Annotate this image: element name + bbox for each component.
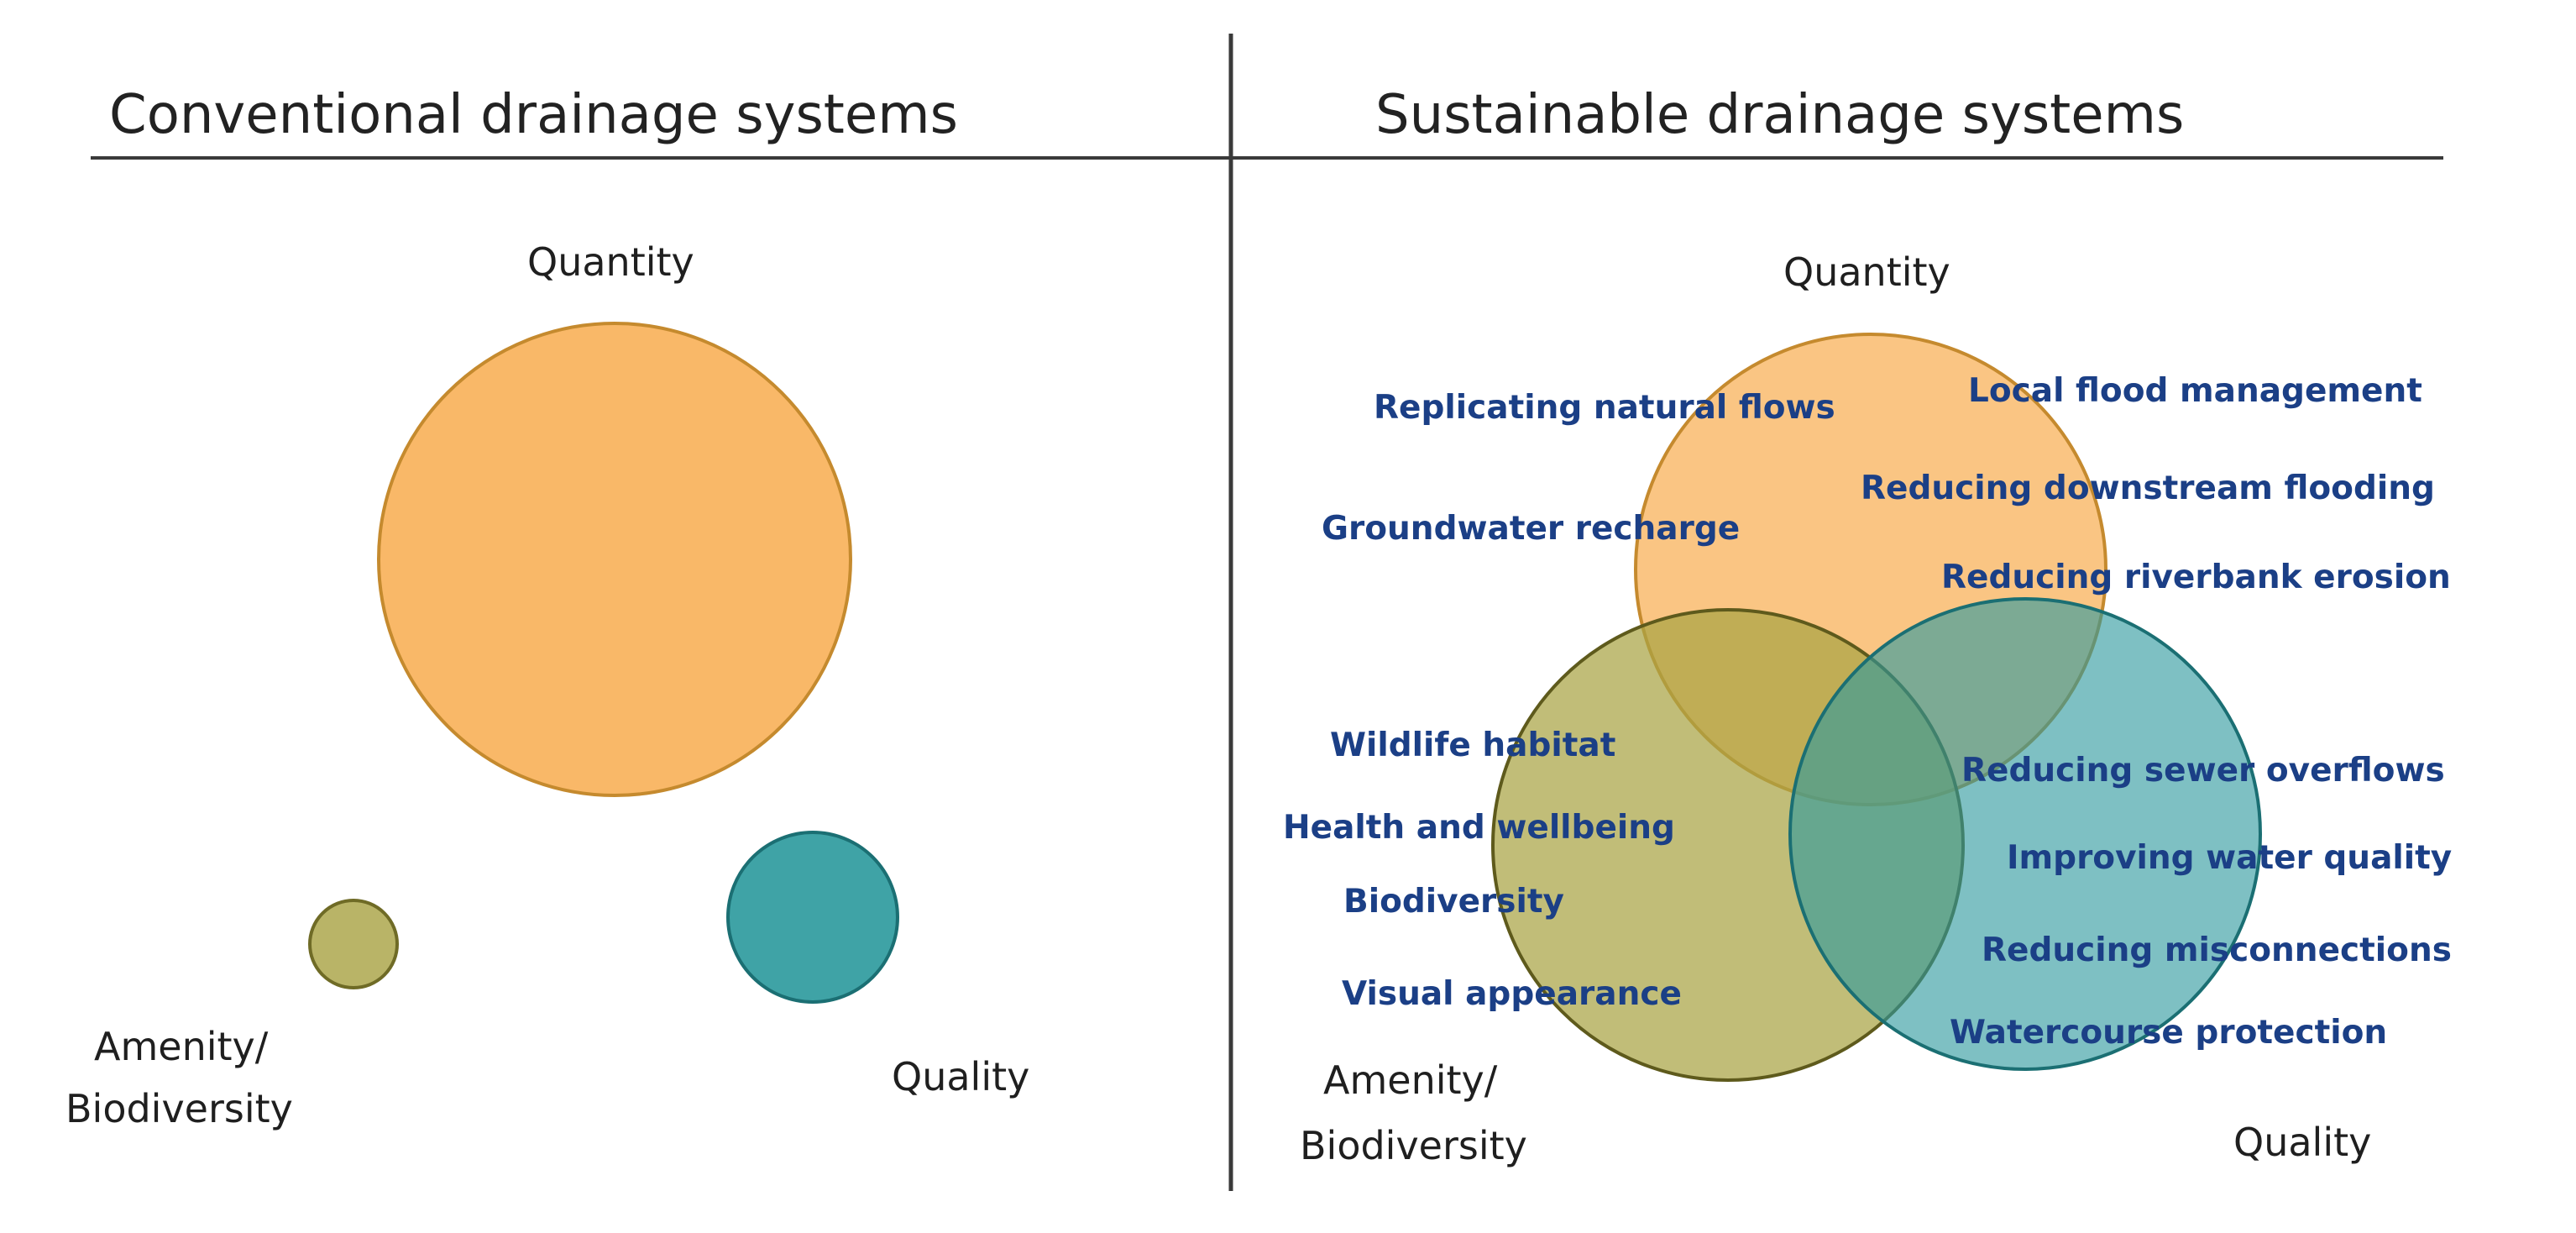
benefit-watercourse-protection: Watercourse protection bbox=[1950, 1014, 2387, 1052]
left-quality-circle bbox=[726, 831, 899, 1004]
right-quantity-label: Quantity bbox=[1783, 249, 1950, 295]
left-quantity-circle bbox=[377, 322, 852, 797]
right-amenity-label-line2: Biodiversity bbox=[1300, 1123, 1527, 1168]
benefit-wildlife-habitat: Wildlife habitat bbox=[1330, 727, 1615, 764]
left-amenity-circle bbox=[308, 899, 399, 989]
left-quantity-label: Quantity bbox=[527, 239, 694, 285]
benefit-reducing-sewer-overflows: Reducing sewer overflows bbox=[1961, 752, 2445, 790]
benefit-replicating-natural-flows: Replicating natural flows bbox=[1374, 389, 1835, 427]
left-amenity-label-line2: Biodiversity bbox=[65, 1086, 293, 1131]
right-quality-circle bbox=[1788, 597, 2262, 1071]
right-panel-title: Sustainable drainage systems bbox=[1375, 84, 2184, 146]
left-panel-title: Conventional drainage systems bbox=[109, 84, 958, 146]
benefit-groundwater-recharge: Groundwater recharge bbox=[1322, 510, 1740, 548]
benefit-reducing-misconnections: Reducing misconnections bbox=[1982, 931, 2452, 969]
right-amenity-label-line1: Amenity/ bbox=[1323, 1057, 1498, 1103]
right-quality-label: Quality bbox=[2233, 1120, 2371, 1165]
benefit-health-and-wellbeing: Health and wellbeing bbox=[1283, 809, 1675, 847]
benefit-local-flood-management: Local flood management bbox=[1968, 372, 2422, 410]
benefit-reducing-riverbank-erosion: Reducing riverbank erosion bbox=[1941, 559, 2451, 596]
benefit-reducing-downstream-flooding: Reducing downstream flooding bbox=[1861, 470, 2435, 507]
left-quality-label: Quality bbox=[892, 1054, 1029, 1099]
benefit-improving-water-quality: Improving water quality bbox=[2007, 839, 2452, 877]
benefit-biodiversity: Biodiversity bbox=[1343, 883, 1564, 921]
benefit-visual-appearance: Visual appearance bbox=[1342, 975, 1682, 1013]
left-amenity-label-line1: Amenity/ bbox=[94, 1024, 269, 1069]
